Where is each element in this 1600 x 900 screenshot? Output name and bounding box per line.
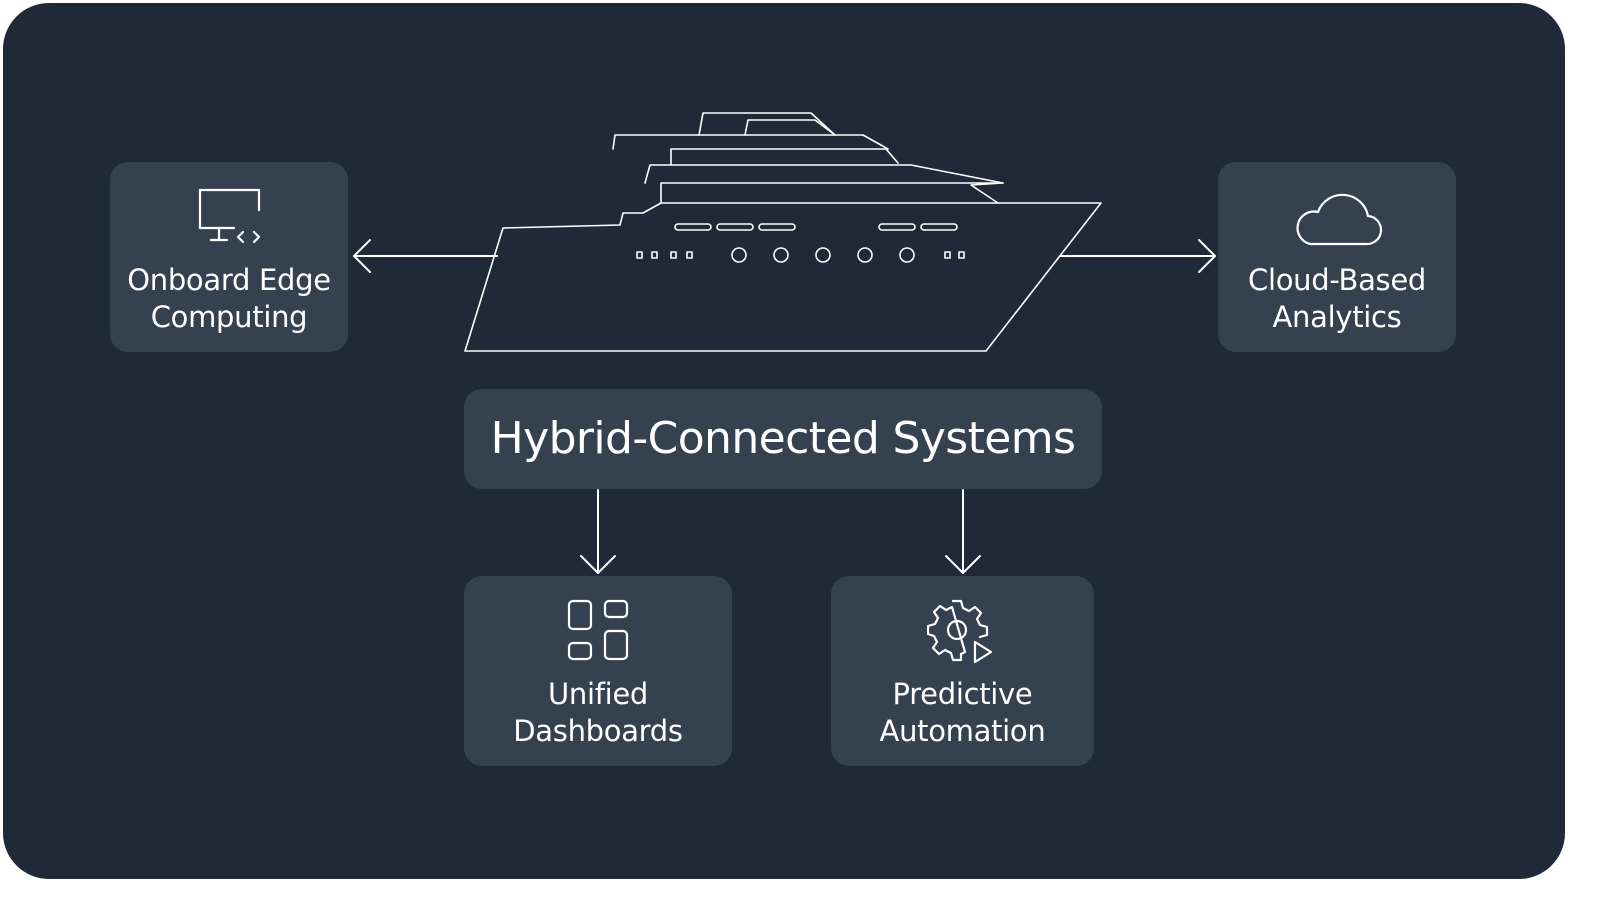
node-label-cloud: Cloud-Based Analytics	[1248, 263, 1426, 334]
node-label-dashboards: Unified Dashboards	[513, 677, 683, 748]
yacht-illustration	[464, 112, 1102, 352]
arrow-to-edge	[353, 239, 498, 273]
diagram-title: Hybrid-Connected Systems	[490, 413, 1076, 464]
monitor-code-icon	[198, 188, 261, 244]
node-label-automation: Predictive Automation	[879, 677, 1046, 748]
arrow-to-automation	[945, 489, 981, 574]
node-unified-dashboards: Unified Dashboards	[464, 576, 732, 766]
node-cloud-based-analytics: Cloud-Based Analytics	[1218, 162, 1456, 352]
dashboard-grid-icon	[567, 599, 629, 661]
cloud-icon	[1296, 193, 1383, 246]
node-predictive-automation: Predictive Automation	[831, 576, 1094, 766]
diagram-canvas: Onboard Edge Computing Cloud-Based Analy…	[3, 3, 1565, 879]
gear-play-icon	[927, 599, 993, 664]
node-label-edge: Onboard Edge Computing	[127, 263, 331, 334]
arrow-to-cloud	[1059, 239, 1216, 273]
arrow-to-dashboards	[580, 489, 616, 574]
central-system-title-card: Hybrid-Connected Systems	[464, 389, 1102, 489]
diagram-connectors	[353, 112, 1216, 574]
node-onboard-edge-computing: Onboard Edge Computing	[110, 162, 348, 352]
